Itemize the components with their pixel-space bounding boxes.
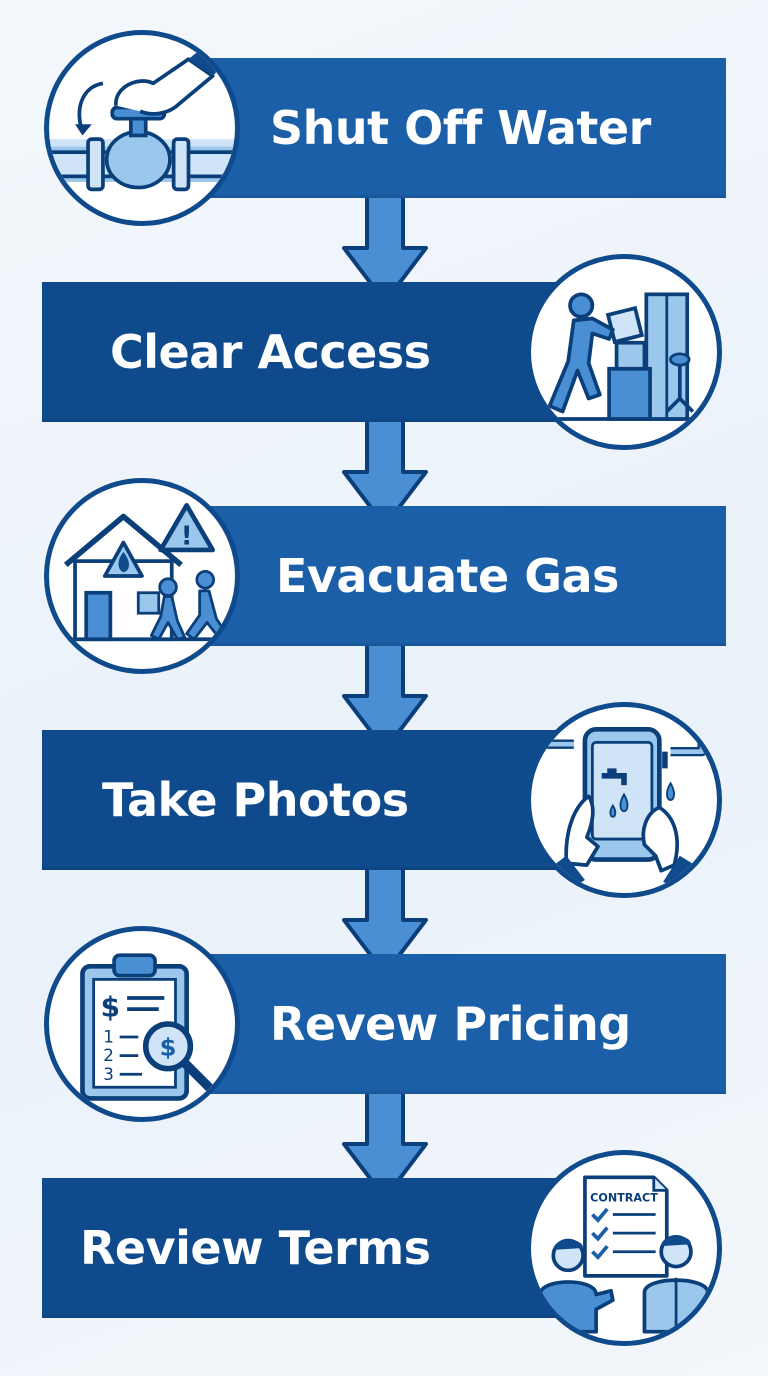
phone-photo-leak-icon xyxy=(526,702,722,898)
warning-mark: ! xyxy=(181,521,193,551)
magnifier-dollar: $ xyxy=(160,1034,177,1062)
pricing-clipboard-icon: $ 1 2 3 $ xyxy=(44,926,240,1122)
dollar-sign: $ xyxy=(101,991,120,1024)
step-label: Clear Access xyxy=(110,325,431,379)
step-shut-off-water: Shut Off Water xyxy=(150,58,726,198)
step-label: Take Photos xyxy=(102,773,409,827)
list-number: 1 xyxy=(103,1027,114,1047)
list-number: 3 xyxy=(103,1064,114,1084)
contract-title: CONTRACT xyxy=(590,1192,658,1205)
house-gas-evacuation-icon: ! xyxy=(44,478,240,674)
step-review-pricing: Revew Pricing xyxy=(150,954,726,1094)
step-label: Revew Pricing xyxy=(270,997,631,1051)
step-label: Evacuate Gas xyxy=(276,549,619,603)
moving-boxes-icon xyxy=(526,254,722,450)
step-label: Review Terms xyxy=(80,1221,431,1275)
step-evacuate-gas: Evacuate Gas xyxy=(150,506,726,646)
contract-meeting-icon: CONTRACT xyxy=(526,1150,722,1346)
list-number: 2 xyxy=(103,1045,114,1065)
shut-off-valve-icon xyxy=(44,30,240,226)
step-label: Shut Off Water xyxy=(270,101,651,155)
step-review-terms: Review Terms xyxy=(42,1178,632,1318)
